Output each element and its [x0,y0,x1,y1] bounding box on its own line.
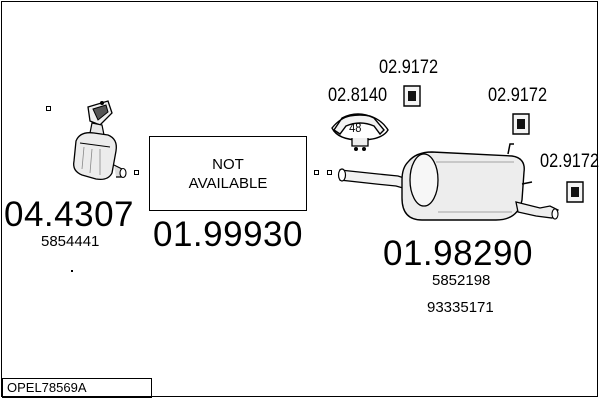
connector-marker [46,106,51,111]
connector-marker [134,170,139,175]
rear-silencer-oem-2: 93335171 [427,299,494,316]
diagram-code: OPEL78569A [7,380,87,395]
rubber-mount-illustration [403,85,421,107]
rubber-mount-illustration [512,113,530,135]
clamp-number[interactable]: 02.8140 [328,85,388,106]
rubber-mount-2-number[interactable]: 02.9172 [488,85,548,106]
stray-dot [71,270,73,272]
rubber-mount-1-number[interactable]: 02.9172 [379,57,439,78]
rubber-mount-illustration [566,181,584,203]
connector-marker [314,170,319,175]
clamp-illustration [331,113,389,151]
rear-silencer-illustration [337,143,559,221]
middle-section-number[interactable]: 01.99930 [153,215,303,254]
not-available-line-1: NOT [212,155,244,173]
catalytic-converter-illustration [73,100,127,181]
not-available-line-2: AVAILABLE [188,174,268,192]
rear-silencer-oem-1: 5852198 [432,272,491,289]
diagram-code-box: OPEL78569A [2,378,152,398]
catalytic-converter-number[interactable]: 04.4307 [4,195,135,234]
clamp-size-label: 48 [349,120,362,135]
not-available-box: NOT AVAILABLE [149,136,307,211]
catalytic-converter-oem: 5854441 [41,233,100,250]
rear-silencer-number[interactable]: 01.98290 [383,234,533,273]
rubber-mount-3-number[interactable]: 02.9172 [540,151,600,172]
connector-marker [327,170,332,175]
